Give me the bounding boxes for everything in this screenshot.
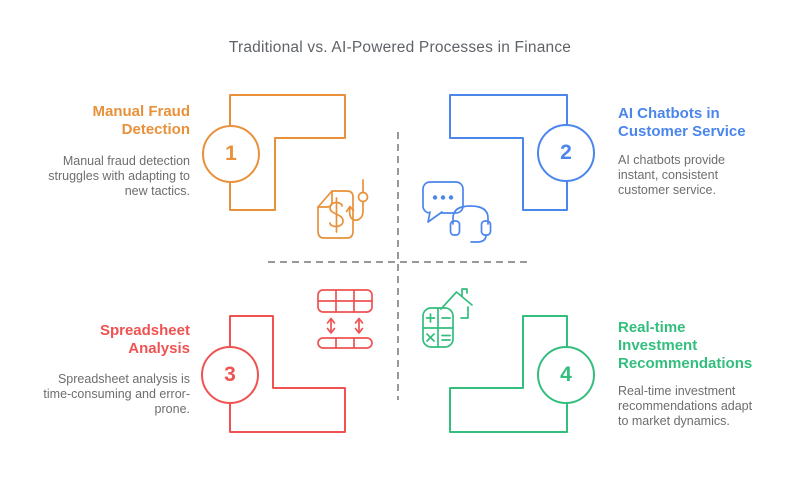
- quadrant-4-shape: [449, 315, 568, 433]
- headset-band: [452, 205, 489, 225]
- quadrant-4-title: Real-time Investment Recommendations: [618, 319, 753, 372]
- arrow-head-up: [326, 317, 336, 324]
- quadrant-2-title: AI Chatbots in Customer Service: [618, 105, 746, 140]
- house-chimney: [461, 288, 468, 297]
- page-title: Traditional vs. AI-Powered Processes in …: [228, 39, 572, 56]
- chat-bubble: [422, 181, 464, 214]
- divider-dashed-cross: [268, 132, 530, 400]
- spreadsheet-rows-resize-icon: [317, 289, 373, 349]
- chat-dot: [440, 195, 446, 200]
- quadrant-3-title: Spreadsheet Analysis: [99, 322, 190, 357]
- document-outline: [317, 190, 354, 239]
- quadrant-3-shape: [229, 315, 346, 433]
- step-number: 4: [560, 363, 572, 386]
- document-dollar-phishing-hook-icon: [317, 179, 369, 239]
- house-wall: [460, 306, 469, 319]
- chat-dot: [448, 195, 454, 200]
- multiply-key: [426, 333, 435, 342]
- step-number: 3: [224, 363, 236, 386]
- step-3-circle: 3: [201, 346, 259, 404]
- headset-mic: [470, 234, 487, 243]
- table-bottom-strip: [317, 337, 373, 349]
- step-number: 2: [560, 141, 572, 164]
- chat-bubble-tail: [427, 211, 443, 223]
- hook-curve: [348, 201, 364, 221]
- arrow-head-down: [354, 327, 364, 334]
- step-1-circle: 1: [202, 125, 260, 183]
- hook-eye: [357, 191, 369, 203]
- chat-dot: [432, 195, 438, 200]
- quadrant-3-description: Spreadsheet analysis is time-consuming a…: [43, 372, 190, 416]
- step-2-circle: 2: [537, 124, 595, 182]
- step-4-circle: 4: [537, 346, 595, 404]
- quadrant-1-title: Manual Fraud Detection: [92, 103, 190, 138]
- quadrant-2-shape: [449, 94, 568, 211]
- quadrant-4-description: Real-time investment recommendations ada…: [618, 384, 753, 428]
- arrow-head-up: [354, 317, 364, 324]
- quadrant-1-description: Manual fraud detection struggles with ad…: [48, 154, 190, 198]
- quadrant-1-shape: [229, 94, 346, 211]
- headset-right-cup: [480, 220, 492, 236]
- headset-left-cup: [449, 220, 461, 236]
- arrow-head-down: [326, 327, 336, 334]
- house-calculator-icon: [422, 288, 473, 348]
- house-roof: [440, 291, 473, 310]
- hook-barb: [345, 205, 355, 213]
- step-number: 1: [225, 142, 237, 165]
- quadrant-2-description: AI chatbots provide instant, consistent …: [618, 153, 726, 197]
- chat-bubble-headset-icon: [422, 181, 492, 243]
